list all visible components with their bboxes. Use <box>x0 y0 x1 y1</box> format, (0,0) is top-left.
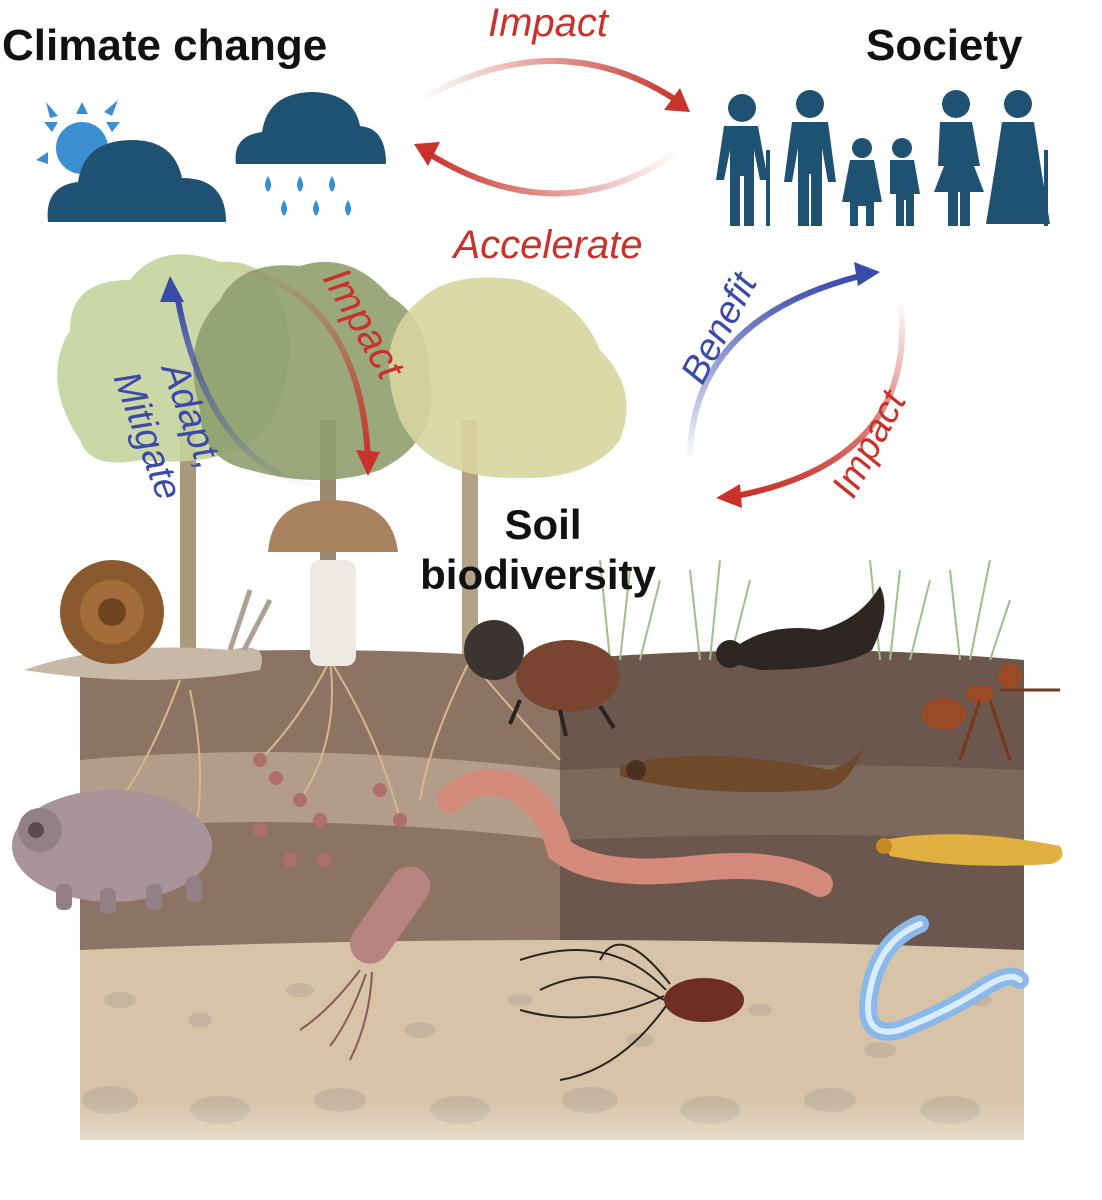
climate-change-title: Climate change <box>2 21 328 70</box>
arrow-climate-to-society <box>418 58 690 112</box>
arrow-society-to-soil <box>716 299 905 508</box>
rove-beetle-icon <box>716 586 885 670</box>
society-title: Society <box>866 21 1023 70</box>
root-nodules <box>253 753 407 867</box>
earwig-icon <box>620 740 866 793</box>
springtail-icon <box>876 834 1063 866</box>
earthworm-icon <box>437 769 833 897</box>
mushroom-icon <box>268 500 398 666</box>
grass <box>599 559 1011 661</box>
soil-block <box>70 650 1040 1200</box>
label-society-to-climate: Accelerate <box>452 223 643 267</box>
soil-title-line1: Soil <box>504 501 582 548</box>
tardigrade-icon <box>12 790 212 914</box>
soil-biodiversity-title: Soil biodiversity <box>388 500 688 601</box>
sun-cloud-icon <box>36 100 226 222</box>
bacterium-rod-icon <box>299 866 431 1061</box>
people-icon <box>716 90 1050 226</box>
arrow-soil-to-society <box>687 262 880 461</box>
label-climate-to-society: Impact <box>488 1 610 45</box>
label-society-to-soil: Impact <box>824 383 915 505</box>
bacterium-flagella-icon <box>519 943 744 1081</box>
soil-title-line2: biodiversity <box>420 551 656 599</box>
beetle-icon <box>464 620 620 737</box>
nematode-icon <box>859 915 1029 1041</box>
arrow-soil-to-climate <box>160 276 327 493</box>
rain-cloud-icon <box>235 92 386 216</box>
snail-icon <box>24 560 273 680</box>
trees <box>57 254 627 670</box>
arrow-climate-to-soil <box>207 259 380 476</box>
ant-icon <box>922 664 1060 761</box>
arrow-society-to-climate <box>414 142 682 197</box>
